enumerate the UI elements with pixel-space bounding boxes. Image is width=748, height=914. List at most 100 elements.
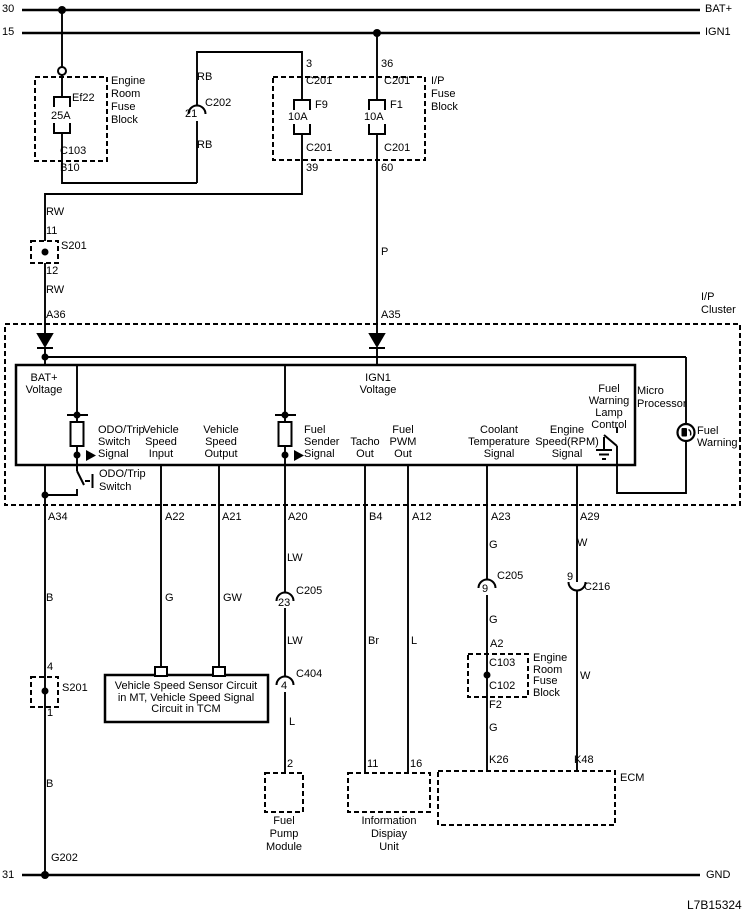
s201-upper-pin-out: 12 — [46, 265, 59, 277]
odo-trip-switch-label: ODO/Trip Switch — [99, 468, 146, 493]
ecm-title: ECM — [620, 772, 645, 784]
ign1-voltage-label: IGN1 Voltage — [359, 372, 397, 396]
ip-cluster-title: I/P Cluster — [701, 291, 736, 316]
pin-a36: A36 — [46, 309, 66, 321]
a36-diode — [36, 333, 54, 349]
bus-bat-label: BAT+ — [705, 3, 733, 15]
f9-pin-out: 39 — [306, 162, 319, 174]
bus-30-number: 30 — [2, 3, 15, 15]
signal-arrows — [86, 450, 304, 461]
erfb-bottom-c102: C102 — [489, 680, 516, 692]
f1-rating: 10A — [364, 111, 384, 123]
vss-circuit-box — [103, 673, 270, 724]
wire-lw-lower: LW — [287, 635, 303, 647]
f1-fuse-symbol — [368, 99, 386, 135]
wire-rw-lower: RW — [46, 284, 65, 296]
fuel-warning-lamp-indicator — [676, 422, 696, 443]
info-display-unit-title: Information Dispiay Unit — [361, 815, 417, 853]
f1-conn-out: C201 — [384, 142, 411, 154]
wire-l-right: L — [411, 635, 418, 647]
pin-b4: B4 — [369, 511, 383, 523]
s201-lower-pin-out: 1 — [47, 707, 54, 719]
ground-symbol — [596, 449, 612, 460]
wires — [44, 10, 687, 875]
engine-room-fuse-block-top-title: Engine Room Fuse Block — [111, 75, 146, 126]
fuel-warning-label: Fuel Warning — [697, 425, 738, 449]
signal-fuel-warning-lamp-control: Fuel Warning Lamp Control — [588, 383, 630, 431]
vss-circuit-text: Vehicle Speed Sensor Circuit in MT, Vehi… — [114, 680, 258, 715]
fuel-pump-module-box — [264, 772, 304, 813]
cluster-inner-box — [14, 363, 637, 467]
wire-w-a29-upper: W — [577, 537, 588, 549]
wire-l-mid: L — [289, 716, 296, 728]
wire-b-upper: B — [46, 592, 54, 604]
s201-lower-pin-in: 4 — [47, 661, 54, 673]
wire-gw: GW — [223, 592, 242, 604]
s201-lower-name: S201 — [62, 682, 88, 694]
c205-mid-name: C205 — [296, 585, 323, 597]
info-display-unit-box — [347, 772, 431, 813]
c205-right-connector-symbol — [477, 578, 497, 589]
s201-upper-pin-in: 11 — [46, 225, 58, 237]
f9-conn-out: C201 — [306, 142, 333, 154]
signal-vehicle-speed-input: Vehicle Speed Input — [143, 424, 179, 460]
bus-31-number: 31 — [2, 869, 15, 881]
c202-connector-symbol — [187, 104, 207, 115]
ef22-top-connector-circle — [57, 66, 67, 76]
f1-pin-out: 60 — [381, 162, 394, 174]
odo-pullup-resistor — [69, 421, 85, 447]
pin-a12: A12 — [412, 511, 432, 523]
wire-rb-upper: RB — [197, 71, 213, 83]
f1-pin-in: 36 — [381, 58, 394, 70]
signal-engine-speed-rpm: Engine Speed(RPM) Signal — [535, 424, 599, 460]
wire-br: Br — [368, 635, 379, 647]
fuel-pump-module-title: Fuel Pump Module — [265, 815, 303, 853]
wire-b-lower: B — [46, 778, 54, 790]
fuel-pump-icon — [681, 428, 687, 437]
wire-g-a23-mid: G — [489, 614, 498, 626]
signal-fuel-sender: Fuel Sender Signal — [304, 424, 340, 460]
c205-right-name: C205 — [497, 570, 524, 582]
c205-right-pin: 9 — [482, 583, 489, 595]
c216-pin: 9 — [567, 571, 574, 583]
info-display-pin-11: 11 — [367, 758, 379, 770]
ecm-pin-k48: K48 — [574, 754, 594, 766]
wire-w-a29-lower: W — [580, 670, 591, 682]
b10-pin-label: B10 — [60, 162, 80, 174]
s201-lower-box — [30, 676, 59, 708]
pin-a20: A20 — [288, 511, 308, 523]
bus-ign1-label: IGN1 — [705, 26, 731, 38]
c205-mid-pin: 23 — [278, 597, 291, 609]
wire-g: G — [165, 592, 174, 604]
c103-top-label: C103 — [60, 145, 87, 157]
signal-vehicle-speed-output: Vehicle Speed Output — [203, 424, 239, 460]
a35-diode — [368, 333, 386, 349]
engine-room-fuse-block-bottom-box — [467, 653, 529, 698]
vss-left-pin-stub — [154, 666, 168, 677]
bat-voltage-label: BAT+ Voltage — [25, 372, 63, 396]
ef22-fuse-label: Ef22 — [72, 92, 95, 104]
ip-fuse-block-box — [272, 76, 426, 161]
signal-fuel-pwm-out: Fuel PWM Out — [389, 424, 417, 460]
drawing-number: L7B15324 — [687, 898, 742, 912]
pin-a34: A34 — [48, 511, 68, 523]
info-display-pin-16: 16 — [410, 758, 423, 770]
s201-upper-name: S201 — [61, 240, 87, 252]
c404-name: C404 — [296, 668, 323, 680]
odo-trip-switch-symbol — [76, 464, 94, 488]
pin-a35: A35 — [381, 309, 401, 321]
f1-name: F1 — [390, 99, 403, 111]
f9-fuse-symbol — [293, 99, 311, 135]
erfb-bottom-pin-a2: A2 — [490, 638, 504, 650]
f9-pin-in: 3 — [306, 58, 313, 70]
f9-name: F9 — [315, 99, 328, 111]
signal-odo-trip-switch: ODO/Trip Switch Signal — [98, 424, 145, 460]
bus-gnd-label: GND — [706, 869, 731, 881]
fuel-warning-lamp-switch-symbol — [603, 434, 618, 450]
ef22-fuse-symbol — [53, 96, 71, 134]
fuel-pump-pin: 2 — [287, 758, 294, 770]
ecm-pin-k26: K26 — [489, 754, 509, 766]
f9-conn-in: C201 — [306, 75, 333, 87]
pin-a23: A23 — [491, 511, 511, 523]
